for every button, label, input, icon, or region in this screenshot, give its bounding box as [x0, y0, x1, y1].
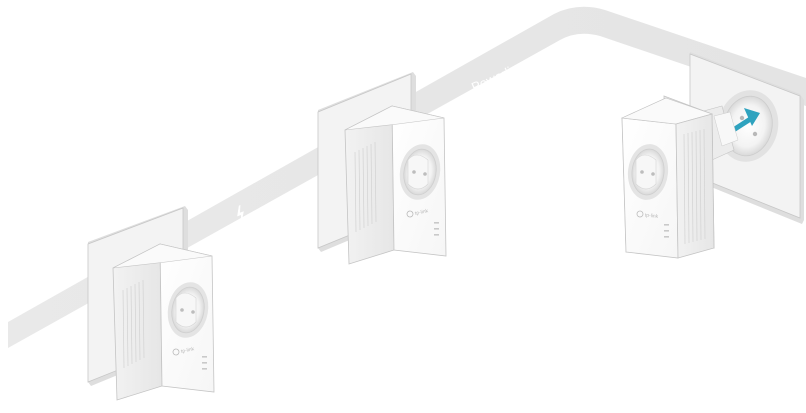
wall-socket-right	[717, 90, 779, 162]
adapter-body-left: tp-link	[112, 243, 215, 401]
adapter-left: tp-link	[87, 206, 215, 401]
adapter-body-right: tp-link	[620, 95, 739, 259]
brand-logo-right: tp-link	[636, 210, 659, 220]
brand-text-right: tp-link	[645, 213, 659, 220]
brand-text-left: tp-link	[180, 346, 195, 355]
status-leds-right	[664, 224, 669, 238]
socket-middle	[399, 144, 441, 200]
lightning-icon	[237, 205, 244, 224]
adapter-right: tp-link	[620, 52, 804, 259]
socket-right	[627, 144, 669, 200]
adapter-middle: tp-link	[317, 72, 447, 265]
socket-left	[167, 282, 209, 338]
adapter-body-middle: tp-link	[344, 105, 447, 265]
brand-logo-left: tp-link	[172, 346, 195, 356]
brand-text-middle: tp-link	[414, 208, 429, 217]
status-leds-left	[202, 356, 207, 370]
brand-logo-middle: tp-link	[406, 208, 429, 218]
status-leds-middle	[434, 222, 439, 236]
wall-plate-right	[689, 52, 804, 224]
